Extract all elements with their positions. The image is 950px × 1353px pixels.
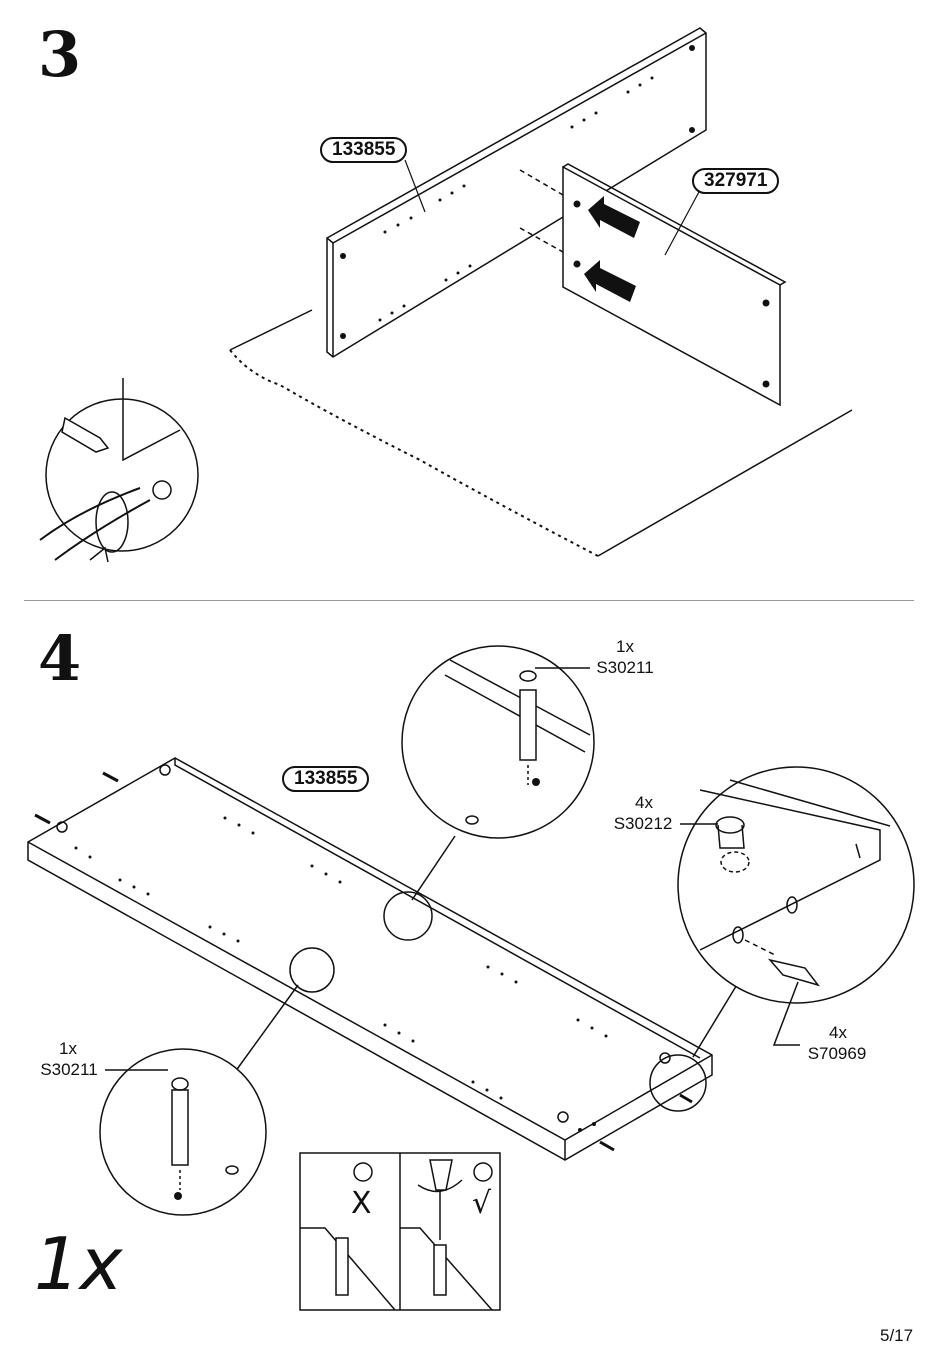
part-label-327971: 327971 [692,168,780,194]
step-number-3: 3 [38,18,82,91]
part-label-133855-step3: 133855 [320,137,408,163]
callout-dowel-qty: 4x [829,1023,847,1042]
step-divider [24,600,914,601]
page-number: 5/17 [880,1326,914,1345]
wrong-mark: X [351,1186,372,1221]
quantity-note: 1x [34,1222,123,1306]
right-mark: √ [472,1186,492,1221]
callout-cam-qty: 4x [635,793,653,812]
callout-left-code: S30211 [40,1060,98,1079]
callout-top-code: S30211 [596,658,654,677]
step-number-4: 4 [38,622,82,695]
callout-left-qty: 1x [59,1039,77,1058]
part-label-133855-step4: 133855 [282,766,370,792]
callout-top-qty: 1x [616,637,634,656]
callout-cam-code: S30212 [613,814,673,833]
callout-dowel-code: S70969 [807,1044,867,1063]
